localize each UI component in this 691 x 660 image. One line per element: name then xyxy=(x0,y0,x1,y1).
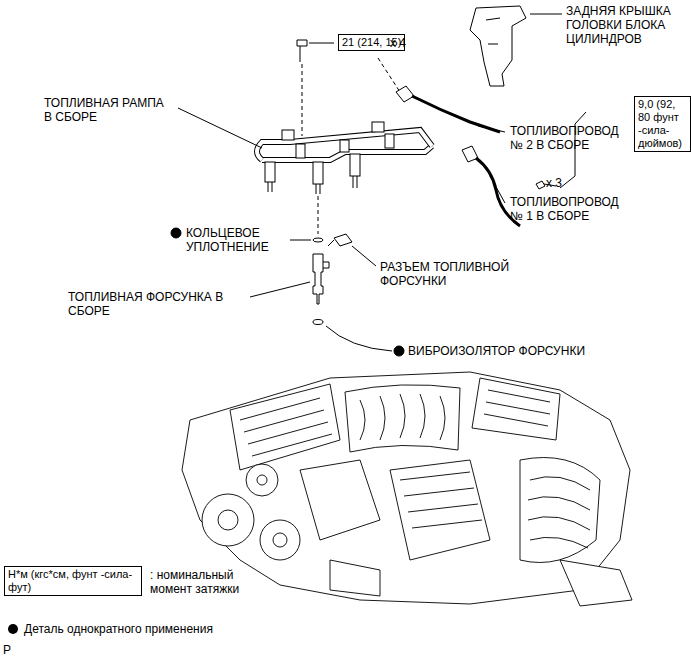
leader-line xyxy=(290,240,311,241)
part-name: ТОПЛИВОПРОВОД № 1 В СБОРЕ xyxy=(510,195,630,223)
legend-swatch xyxy=(8,624,18,634)
part-name: РАЗЪЕМ ТОПЛИВНОЙ ФОРСУНКИ xyxy=(380,260,525,288)
injector-connector xyxy=(328,234,352,246)
legend-entry: Деталь однократного применения xyxy=(8,622,213,636)
leader-line xyxy=(326,326,392,351)
rear-cover xyxy=(470,6,526,86)
engine-illustration xyxy=(182,372,632,606)
leader-line xyxy=(250,282,310,297)
leader-line xyxy=(178,108,262,148)
injector xyxy=(313,254,329,304)
dashed-line xyxy=(378,58,400,92)
legend-text: : номинальный момент затяжки xyxy=(150,568,250,596)
torque-value: Н*м (кгс*см, фунт -сила-фут) xyxy=(8,568,138,594)
dashed-line xyxy=(302,64,303,136)
part-name: ТОПЛИВНАЯ ФОРСУНКА В СБОРЕ xyxy=(68,290,246,318)
single-use-dot xyxy=(171,228,181,238)
leader-line xyxy=(490,176,505,203)
o-ring xyxy=(313,238,323,242)
leader-line xyxy=(352,246,376,266)
torque-value: 9,0 (92, 80 фунт -сила-дюймов) xyxy=(638,98,687,150)
part-name: ТОПЛИВНАЯ РАМПА В СБОРЕ xyxy=(44,96,174,124)
injector-isolator xyxy=(313,320,323,325)
single-use-dot xyxy=(394,346,404,356)
part-name: ТОПЛИВОПРОВОД № 2 В СБОРЕ xyxy=(510,124,630,152)
page-mark: P xyxy=(3,643,11,657)
part-name: КОЛЬЦЕВОЕ УПЛОТНЕНИЕ xyxy=(186,226,286,254)
fuel-rail xyxy=(257,122,432,194)
part-name: ЗАДНЯЯ КРЫШКА ГОЛОВКИ БЛОКА ЦИЛИНДРОВ xyxy=(566,4,684,46)
quantity: x 3 xyxy=(546,176,562,190)
leader-line xyxy=(478,126,505,132)
torque-spec-box: 9,0 (92, 80 фунт -сила-дюймов) xyxy=(634,96,691,152)
dashed-line xyxy=(318,196,319,234)
legend-text: Деталь однократного применения xyxy=(24,622,213,636)
leader-line xyxy=(530,14,562,15)
part-name: ВИБРОИЗОЛЯТОР ФОРСУНКИ xyxy=(408,344,585,358)
fuel-pipe-connector xyxy=(396,86,414,102)
fuel-pipe xyxy=(412,96,500,132)
bolt xyxy=(297,40,307,62)
leader-line xyxy=(309,43,334,44)
rear-cover-detail xyxy=(486,18,500,44)
legend-entry: : номинальный момент затяжки xyxy=(150,568,250,596)
quantity: x 4 xyxy=(390,36,406,50)
fuel-pipe-connector xyxy=(462,146,478,162)
torque-spec-box: Н*м (кгс*см, фунт -сила-фут) xyxy=(4,566,142,596)
